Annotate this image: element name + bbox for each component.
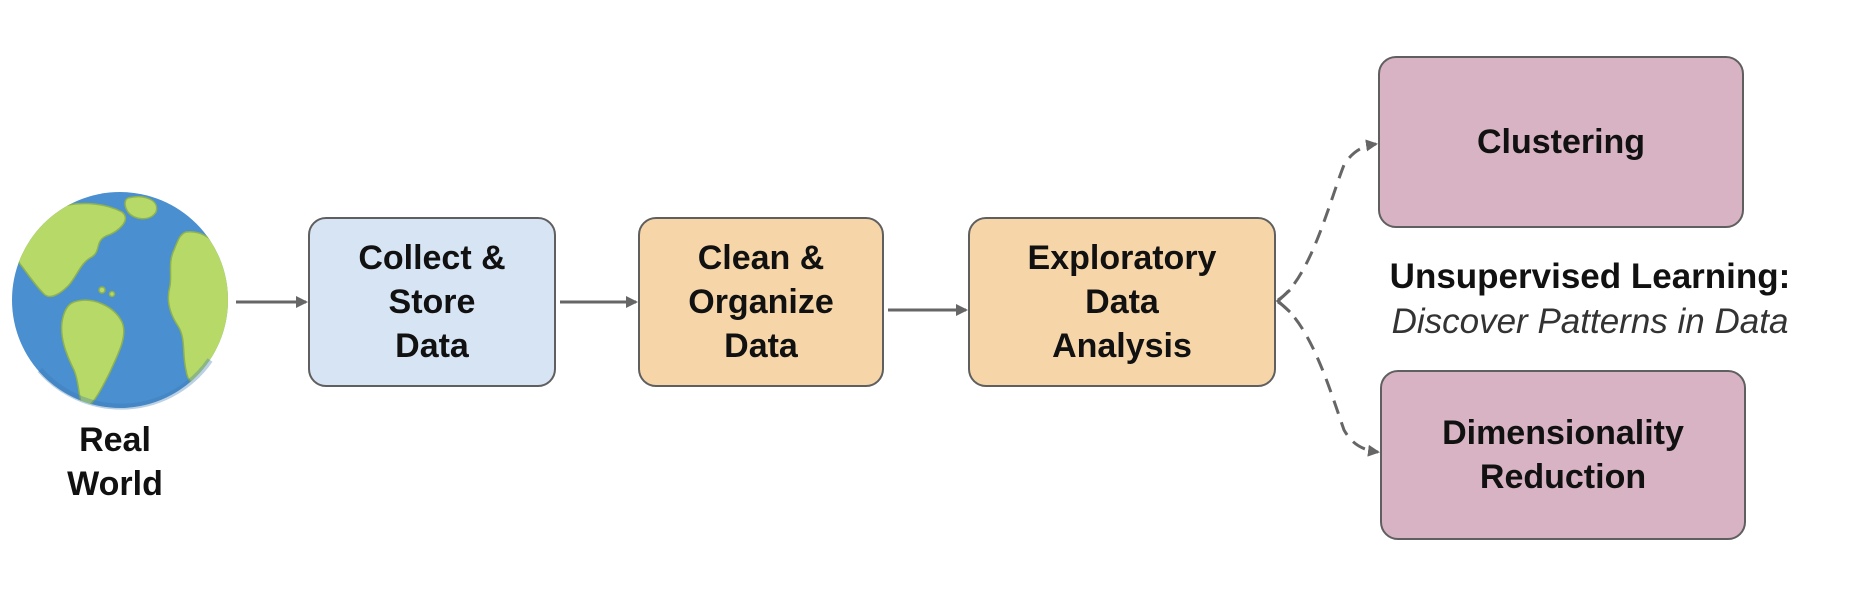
eda-bracket [1275,288,1292,314]
dimensionality-reduction-box: Dimensionality Reduction [1380,370,1746,540]
collect-store-data-box: Collect & Store Data [308,217,556,387]
exploratory-data-analysis-box: Exploratory Data Analysis [968,217,1276,387]
clustering-box: Clustering [1378,56,1744,228]
unsupervised-learning-subtitle: Discover Patterns in Data [1391,302,1789,341]
globe-icon [10,190,230,410]
clean-organize-data-box: Clean & Organize Data [638,217,884,387]
unsupervised-learning-title: Unsupervised Learning: [1389,257,1791,296]
real-world-label: Real World [67,421,163,503]
